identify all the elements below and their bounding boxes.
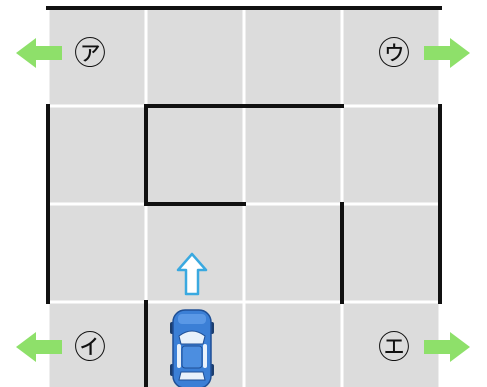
maze-cell: [342, 204, 440, 302]
maze-cell: [146, 8, 244, 106]
car-roof: [182, 346, 202, 368]
exit-label: ㋒: [378, 34, 410, 72]
maze-cell: [244, 8, 342, 106]
maze-cell: [342, 106, 440, 204]
car-windshield: [179, 331, 205, 344]
car-hood: [178, 314, 206, 324]
maze-cell: [146, 106, 244, 204]
exit-label: ㋓: [378, 328, 410, 366]
exit-label: ㋑: [74, 328, 106, 366]
car-side-window: [177, 344, 181, 368]
exit-label: ㋐: [74, 34, 106, 72]
maze-cell: [244, 302, 342, 387]
maze-cell: [48, 204, 146, 302]
maze-cell: [244, 106, 342, 204]
car-icon: [170, 310, 214, 387]
car-side-window: [203, 344, 207, 368]
maze-cell: [48, 106, 146, 204]
maze-cell: [244, 204, 342, 302]
car-rear-window: [179, 372, 205, 380]
